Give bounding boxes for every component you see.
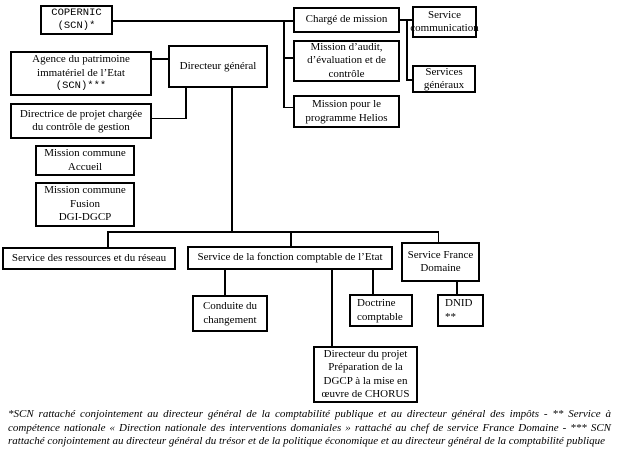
connector-main-trunk — [231, 88, 233, 232]
node-service-communication-label: Service communication — [410, 8, 479, 35]
connector-dg-to-directrice-h — [152, 117, 186, 119]
node-mission-commune-fusion: Mission commune Fusion DGI-DGCP — [35, 182, 135, 227]
node-service-france-domaine-label: Service France Domaine — [407, 248, 474, 275]
connector-dg-to-directrice-v — [185, 88, 187, 119]
connector-drop-doctrine — [372, 270, 374, 295]
connector-branch-generaux — [406, 79, 412, 81]
connector-drop-fonction — [290, 231, 292, 246]
node-mission-audit-label: Mission d’audit, d’évaluation et de cont… — [307, 40, 386, 80]
node-agence-patrimoine: Agence du patrimoine immatériel de l’Eta… — [10, 51, 152, 96]
node-charge-mission-label: Chargé de mission — [305, 13, 388, 26]
node-conduite-changement-label: Conduite du changement — [202, 300, 258, 326]
node-mission-commune-accueil-label: Mission commune Accueil — [44, 147, 126, 173]
connector-communication-trunk — [406, 19, 408, 80]
node-directrice-projet: Directrice de projet chargée du contrôle… — [10, 103, 152, 139]
node-doctrine-comptable: Doctrine comptable — [349, 294, 413, 327]
node-directeur-chorus: Directeur du projet Préparation de la DG… — [313, 346, 418, 403]
node-dnid-label: DNID ** — [445, 297, 473, 323]
node-copernic-label: COPERNIC (SCN)* — [51, 6, 102, 33]
node-mission-audit: Mission d’audit, d’évaluation et de cont… — [293, 40, 400, 82]
node-service-france-domaine: Service France Domaine — [401, 242, 480, 282]
node-agence-patrimoine-label: Agence du patrimoine immatériel de l’Eta… — [32, 53, 130, 79]
node-mission-commune-fusion-label: Mission commune Fusion DGI-DGCP — [44, 184, 126, 224]
node-agence-patrimoine-scn-label: (SCN)*** — [55, 80, 107, 93]
node-mission-helios: Mission pour le programme Helios — [293, 95, 400, 128]
node-mission-helios-label: Mission pour le programme Helios — [305, 98, 388, 124]
node-service-fonction-comptable-label: Service de la fonction comptable de l’Et… — [197, 251, 383, 264]
connector-drop-ressources — [107, 231, 109, 247]
node-service-ressources-label: Service des ressources et du réseau — [11, 251, 167, 264]
connector-drop-chorus — [331, 270, 333, 346]
node-service-fonction-comptable: Service de la fonction comptable de l’Et… — [187, 246, 393, 270]
node-charge-mission: Chargé de mission — [293, 7, 400, 33]
connector-branch-helios — [283, 106, 293, 108]
node-service-ressources: Service des ressources et du réseau — [2, 247, 176, 270]
connector-drop-dnid — [456, 281, 458, 295]
connector-branch-audit — [283, 57, 293, 59]
connector-drop-conduite — [224, 270, 226, 295]
node-mission-commune-accueil: Mission commune Accueil — [35, 145, 135, 176]
connector-bottom-trunk — [107, 231, 439, 233]
node-service-communication: Service communication — [410, 6, 479, 38]
node-conduite-changement: Conduite du changement — [192, 295, 268, 332]
node-directeur-general: Directeur général — [168, 45, 268, 88]
node-services-generaux-label: Services généraux — [423, 65, 465, 92]
node-copernic: COPERNIC (SCN)* — [40, 5, 113, 35]
node-directeur-chorus-label: Directeur du projet Préparation de la DG… — [321, 347, 410, 401]
connector-right-trunk — [283, 20, 285, 108]
node-doctrine-comptable-label: Doctrine comptable — [357, 297, 403, 323]
node-directeur-general-label: Directeur général — [179, 59, 257, 72]
node-dnid: DNID ** — [437, 294, 484, 327]
node-services-generaux: Services généraux — [412, 65, 476, 93]
footnote: *SCN rattaché conjointement au directeur… — [8, 408, 611, 447]
connector-drop-domaine — [437, 231, 439, 243]
connector-agence-to-dg — [152, 58, 168, 60]
connector-copernic-to-charge — [113, 20, 293, 22]
node-directrice-projet-label: Directrice de projet chargée du contrôle… — [19, 107, 143, 134]
